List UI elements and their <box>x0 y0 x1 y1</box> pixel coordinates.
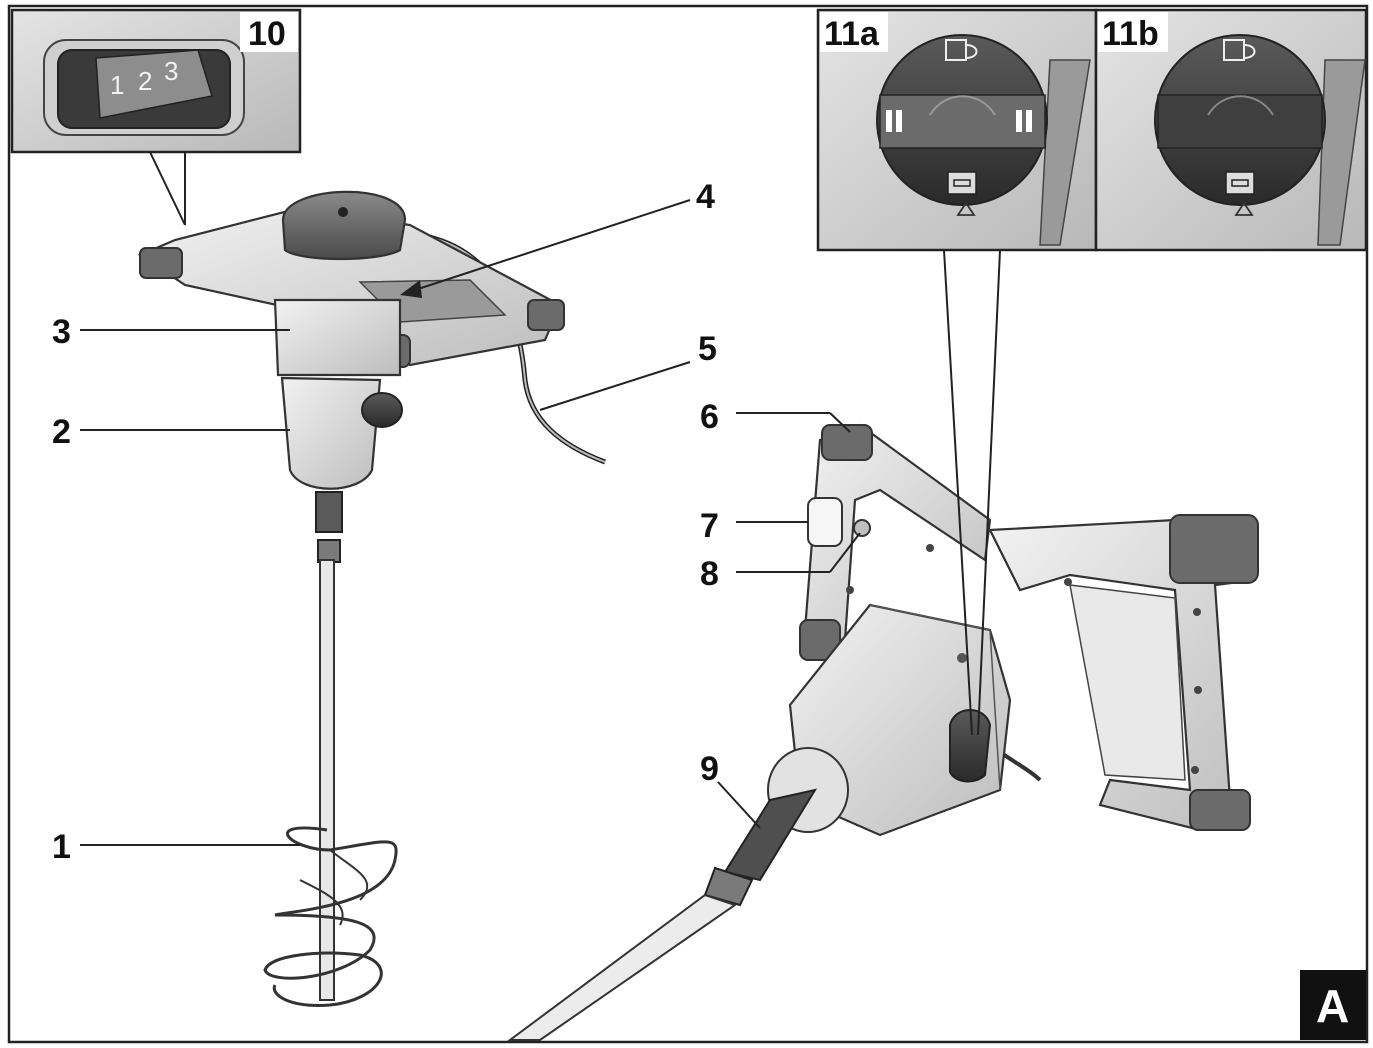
handle-cap-right <box>527 299 565 331</box>
motor-dome <box>281 190 407 261</box>
speed-wheel <box>95 49 213 119</box>
mixing-paddle-shaft <box>319 559 335 1001</box>
inset-speed-selector: 1 2 3 10 <box>10 8 302 226</box>
on-off-switch <box>807 497 843 547</box>
callouts: 4 3 2 5 1 6 7 8 9 <box>52 178 861 866</box>
spindle-tube <box>723 788 818 882</box>
handle-cap-bottom-left <box>799 619 841 661</box>
mixing-paddle <box>263 826 398 1007</box>
callout-9: 9 <box>700 750 719 788</box>
speed-digit-1: 1 <box>110 70 124 100</box>
motor-housing <box>273 298 402 377</box>
gearbox-housing <box>280 376 382 490</box>
handle-cap-left <box>139 247 183 279</box>
gear-knob-11b <box>1154 34 1326 216</box>
callout-1: 1 <box>52 828 71 866</box>
gear-selector-knob-right <box>949 709 992 783</box>
mixer-right <box>506 423 1259 1041</box>
label-11b: 11b <box>1102 15 1159 53</box>
callout-2: 2 <box>52 413 71 451</box>
mixer-left <box>137 190 606 1007</box>
callout-3: 3 <box>52 313 71 351</box>
handle-cap-bottom-right <box>1189 789 1251 831</box>
label-11a: 11a <box>824 15 880 53</box>
speed-digit-3: 3 <box>164 56 178 86</box>
callout-4: 4 <box>696 178 715 216</box>
spindle-chuck <box>315 491 343 533</box>
callout-8: 8 <box>700 555 719 593</box>
gear-selector-knob <box>361 392 403 428</box>
inset-gear-knobs: 11a 11b <box>816 8 1368 736</box>
gear-knob-11a <box>876 34 1048 216</box>
callout-7: 7 <box>700 507 719 545</box>
figure-badge: A <box>1300 970 1366 1040</box>
handle-cap-top <box>821 424 873 461</box>
handle-cap-rightmost <box>1169 514 1259 584</box>
mixing-paddle-shaft-right <box>506 893 738 1041</box>
handle-frame <box>137 206 562 367</box>
callout-6: 6 <box>700 398 719 436</box>
speed-digit-2: 2 <box>138 66 152 96</box>
label-10: 10 <box>248 15 286 53</box>
callout-5: 5 <box>698 330 717 368</box>
badge-letter: A <box>1316 980 1349 1032</box>
lock-on-button <box>853 519 871 537</box>
